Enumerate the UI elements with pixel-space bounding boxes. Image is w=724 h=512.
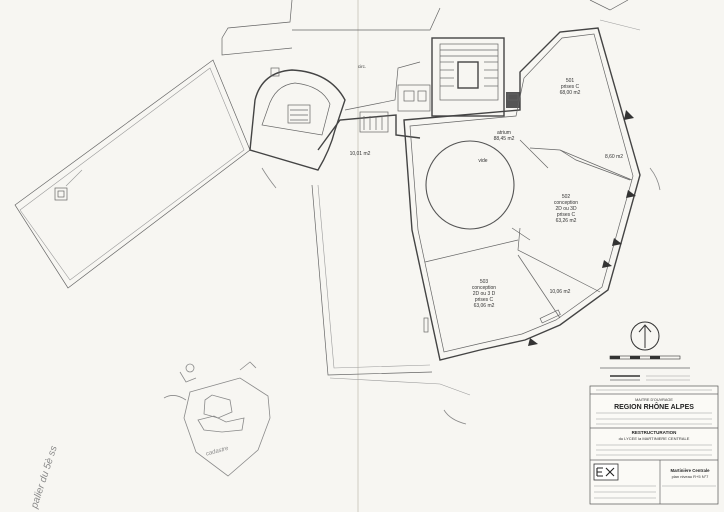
pencil-note-landing: palier du 5è ss xyxy=(29,445,60,511)
room-south-east-area: 10,06 m2 xyxy=(550,289,571,295)
diagonal-wing xyxy=(14,59,251,289)
room-502-area: 63,26 m2 xyxy=(556,218,577,224)
atrium-void xyxy=(425,140,515,230)
room-501-usage: prises C xyxy=(561,84,580,90)
corridor-label: circ. xyxy=(358,64,366,69)
project-label: RESTRUCTURATION xyxy=(632,430,677,435)
lower-left-volume xyxy=(311,184,471,396)
plan-title: Martinière Centrale xyxy=(671,468,711,473)
client-label: MAITRE D'OUVRAGE xyxy=(635,398,673,402)
project-name: du LYCEE la MARTINIERE CENTRALE xyxy=(619,436,690,441)
pencil-sketch xyxy=(163,361,271,477)
adjacent-buildings xyxy=(221,0,641,56)
circulation xyxy=(317,61,431,151)
title-block: MAITRE D'OUVRAGE REGION RHÔNE ALPES REST… xyxy=(589,385,719,505)
pencil-mark xyxy=(649,167,661,191)
client-name: REGION RHÔNE ALPES xyxy=(614,402,694,411)
room-503-area: 63,06 m2 xyxy=(474,303,495,309)
pencil-note-cadastre: cadastre xyxy=(205,446,229,458)
vide-label: vide xyxy=(478,158,487,164)
scale-bar xyxy=(600,355,690,381)
room-502-number: 502 xyxy=(562,194,571,200)
room-labels: 501 prises C 68,00 m2 8,60 m2 atrium 88,… xyxy=(350,64,624,309)
atrium-area: 88,45 m2 xyxy=(494,136,515,142)
plan-subtitle: plan niveau R+5 N°7 xyxy=(672,474,710,479)
room-502-detail: 2D ou 3D xyxy=(555,206,577,212)
room-503-usage: conception xyxy=(472,285,496,291)
room-501-area: 68,00 m2 xyxy=(560,90,581,96)
room-501-number: 501 xyxy=(566,78,575,84)
pencil-mark xyxy=(261,167,277,189)
stair-core xyxy=(431,37,520,117)
north-arrow xyxy=(630,321,660,351)
room-west-area: 10,01 m2 xyxy=(350,151,371,157)
stair-tower xyxy=(249,67,346,171)
room-502-usage2: prises C xyxy=(557,212,576,218)
room-503-number: 503 xyxy=(480,279,489,285)
atrium-label: atrium xyxy=(497,130,511,136)
room-small-east-area: 8,60 m2 xyxy=(605,154,623,160)
east-wing xyxy=(403,27,641,361)
pencil-mark xyxy=(443,409,467,425)
room-502-usage: conception xyxy=(554,200,578,206)
room-503-detail: 2D ou 3 D xyxy=(473,291,496,297)
room-503-usage2: prises C xyxy=(475,297,494,303)
